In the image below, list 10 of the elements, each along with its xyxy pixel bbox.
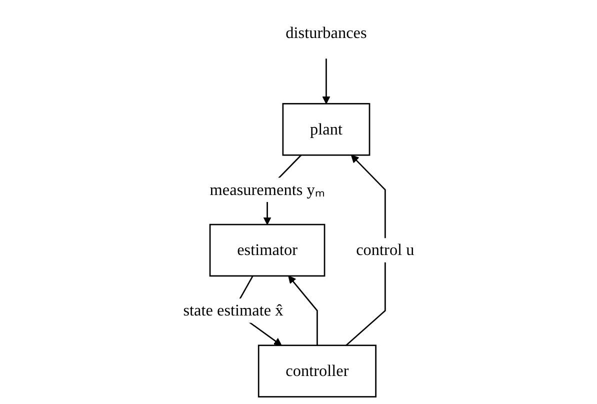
node-box: estimator [209, 224, 325, 277]
edge-label: state estimate x̂ [182, 301, 284, 320]
node-text: disturbances [285, 23, 367, 42]
edge-label: control u [356, 240, 414, 259]
arrow [345, 154, 386, 346]
arrow [288, 276, 318, 346]
arrow [322, 58, 330, 104]
edge-label: measurements yₘ [210, 180, 325, 198]
node-box: controller [258, 344, 376, 398]
node-box: plant [282, 103, 370, 156]
